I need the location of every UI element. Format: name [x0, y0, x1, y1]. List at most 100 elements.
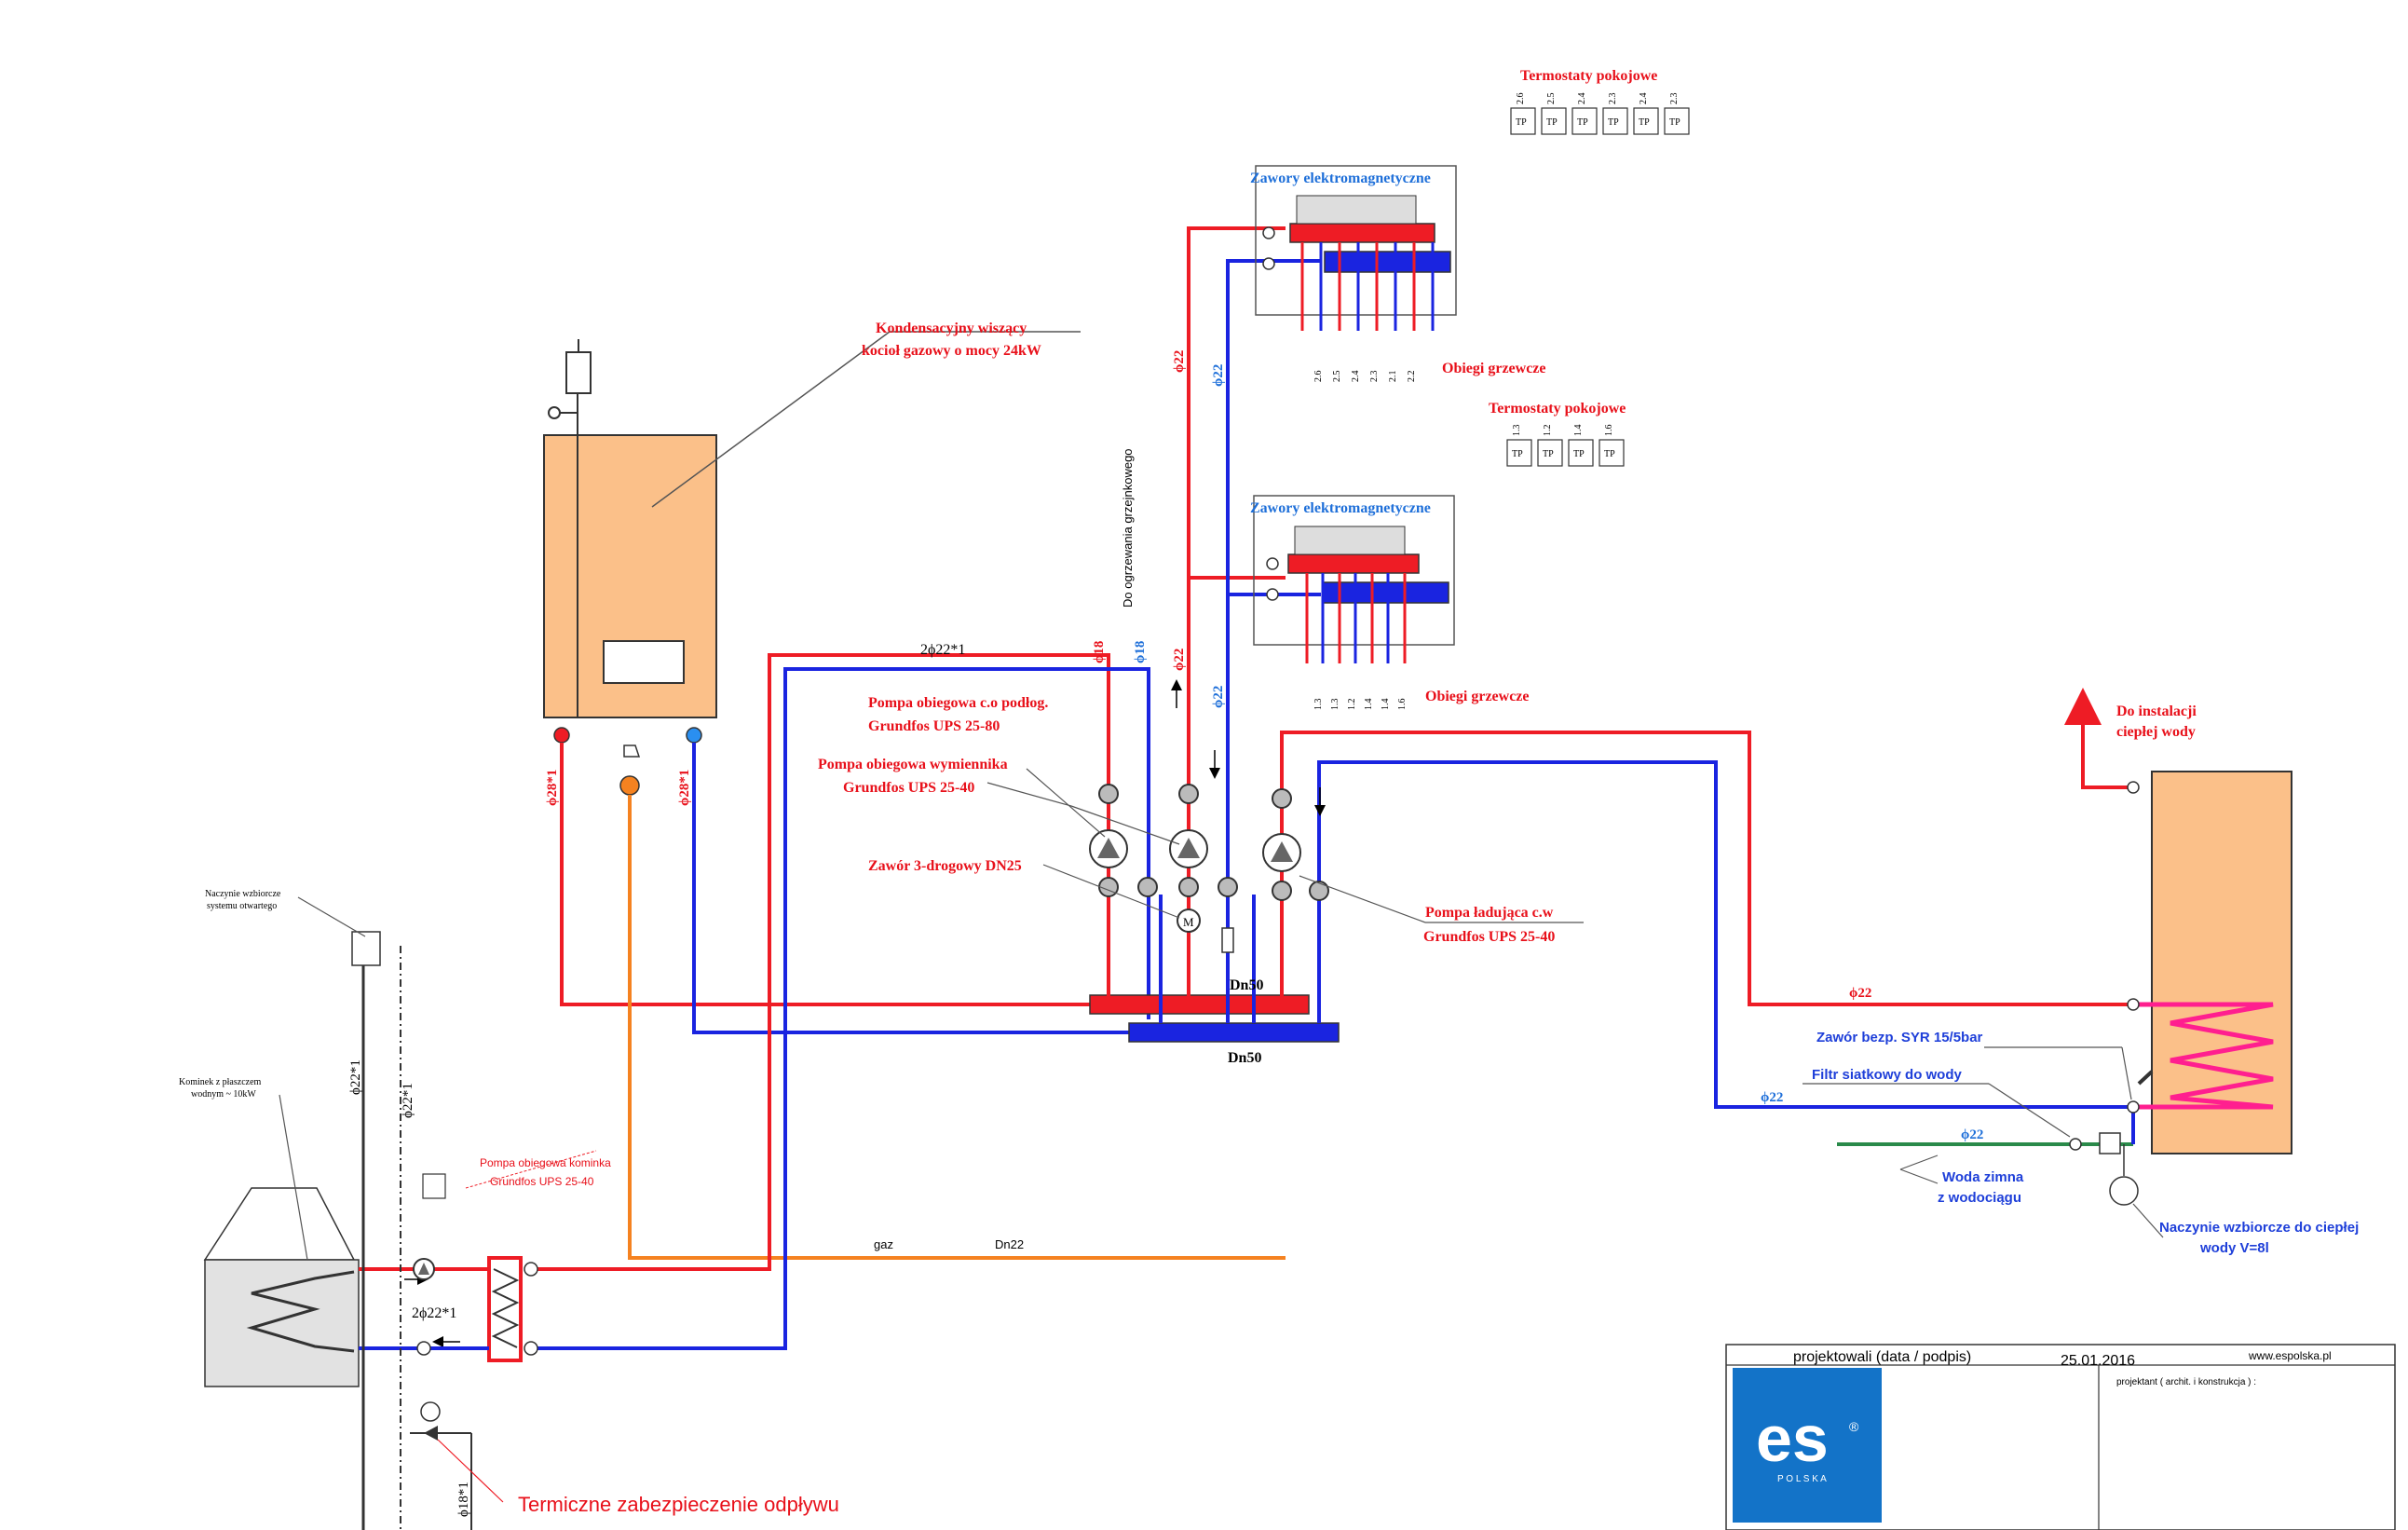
- circuit-number: 2.1: [1388, 371, 1398, 383]
- fire-drain: ϕ18*1: [456, 1482, 471, 1517]
- hx-pump-label-2: Grundfos UPS 25-40: [843, 780, 974, 796]
- thermostat-box: [1571, 107, 1598, 135]
- phi28-left: ϕ28*1: [545, 770, 560, 806]
- thermostat-tp: TP: [1546, 117, 1558, 128]
- fire-h: 2ϕ22*1: [412, 1305, 456, 1321]
- boiler-label-2: kocioł gazowy o mocy 24kW: [862, 343, 1041, 359]
- cold-water-label-1: Woda zimna: [1942, 1169, 2024, 1185]
- thermostat-number: 1.3: [1512, 425, 1522, 437]
- phi22-mid1: ϕ22: [1172, 649, 1187, 671]
- thermostat-box: [1602, 107, 1628, 135]
- website-label: www.espolska.pl: [2248, 1349, 2332, 1362]
- phi22-cold: ϕ22: [1961, 1127, 1983, 1142]
- thermostat-number: 2.3: [1608, 93, 1618, 105]
- manifold-bottom: [1253, 495, 1455, 663]
- manifold-bottom-circuits: Obiegi grzewcze: [1425, 689, 1530, 704]
- dhw-vessel-label-1: Naczynie wzbiorcze do ciepłej: [2159, 1220, 2359, 1236]
- phi22-ret: ϕ22: [1761, 1090, 1783, 1105]
- date-label: 25.01.2016: [2061, 1353, 2135, 1369]
- phi22-up-red: ϕ22: [1172, 350, 1187, 373]
- dn22-label: Dn22: [995, 1237, 1024, 1251]
- thermostat-tp: TP: [1573, 449, 1585, 459]
- circuit-number: 1.4: [1381, 699, 1391, 711]
- thermostat-box: [1510, 107, 1536, 135]
- thermostat-box: [1541, 107, 1567, 135]
- thermostat-number: 2.3: [1669, 93, 1680, 105]
- manifold-top: [1255, 165, 1457, 331]
- gas-label: gaz: [874, 1237, 893, 1251]
- circuit-number: 1.4: [1364, 699, 1374, 711]
- dn50-b: Dn50: [1228, 1050, 1261, 1066]
- thermostat-number: 2.4: [1639, 93, 1649, 105]
- thermostat-tp: TP: [1608, 117, 1619, 128]
- thermostat-box: [1633, 107, 1659, 135]
- manifold-top-thermostats: Termostaty pokojowe: [1520, 68, 1657, 84]
- manifold-top-valves-title: Zawory elektromagnetyczne: [1250, 171, 1431, 186]
- phi22-up-blue: ϕ22: [1211, 364, 1226, 387]
- circuit-number: 1.6: [1397, 699, 1408, 711]
- dhw-vessel-label-2: wody V=8l: [2199, 1240, 2269, 1256]
- cold-water-label-2: z wodociągu: [1938, 1190, 2021, 1206]
- boiler-label-1: Kondensacyjny wiszący: [876, 321, 1027, 336]
- fireplace-pump-label-2: Grundfos UPS 25-40: [490, 1175, 594, 1188]
- dhw-pump-label-2: Grundfos UPS 25-40: [1423, 929, 1555, 945]
- logo-sub: P O L S K A: [1777, 1474, 1827, 1484]
- title-block: [1725, 1344, 2396, 1530]
- boiler: [543, 331, 1081, 718]
- phi22-top: 2ϕ22*1: [920, 642, 965, 658]
- pump-hx: [1089, 784, 1128, 897]
- dhw-pump-label-1: Pompa ładująca c.w: [1425, 905, 1554, 921]
- phi28-right: ϕ28*1: [677, 770, 692, 806]
- valve-3way: M: [1137, 877, 1238, 953]
- thermostat-tp: TP: [1577, 117, 1588, 128]
- circuit-number: 1.2: [1347, 699, 1357, 711]
- hot-water-label-1: Do instalacji: [2116, 704, 2197, 719]
- thermostat-number: 2.4: [1577, 93, 1587, 105]
- pump-floor: [1169, 784, 1208, 897]
- floor-pump-label-2: Grundfos UPS 25-80: [868, 718, 1000, 734]
- fireplace: [203, 896, 597, 1530]
- thermostat-number: 2.6: [1516, 93, 1526, 105]
- thermostat-tp: TP: [1639, 117, 1650, 128]
- floor-pump-label-1: Pompa obiegowa c.o podłog.: [868, 695, 1048, 711]
- thermostat-box: [1568, 439, 1594, 467]
- thermostat-tp: TP: [1512, 449, 1523, 459]
- thermostat-box: [1537, 439, 1563, 467]
- main-pipes: [531, 226, 2135, 1350]
- hot-water-label-2: ciepłej wody: [2116, 724, 2196, 740]
- manifold-top-circuits: Obiegi grzewcze: [1442, 361, 1546, 376]
- hx-pump-label-1: Pompa obiegowa wymiennika: [818, 757, 1008, 772]
- thermostat-box: [1599, 439, 1625, 467]
- safety-valve-label: Zawór bezp. SYR 15/5bar: [1816, 1030, 1983, 1045]
- designed-label: projektowali (data / podpis): [1793, 1349, 1971, 1365]
- circuit-number: 2.4: [1351, 371, 1361, 383]
- fire-vessel-label-1: Naczynie wzbiorcze: [205, 889, 281, 899]
- circuit-number: 1.3: [1313, 699, 1324, 711]
- fire-v1: ϕ22*1: [348, 1059, 363, 1095]
- thermostat-tp: TP: [1516, 117, 1527, 128]
- manifold-bottom-valves-title: Zawory elektromagnetyczne: [1250, 500, 1431, 516]
- designer-label: projektant ( archit. i konstrukcja ) :: [2116, 1377, 2256, 1387]
- thermostat-number: 2.5: [1546, 93, 1557, 105]
- thermostat-tp: TP: [1543, 449, 1554, 459]
- phi22-hot: ϕ22: [1849, 986, 1871, 1001]
- thermostat-box: [1664, 107, 1690, 135]
- dhw-tank: [1803, 771, 2292, 1238]
- phi22-mid2: ϕ22: [1211, 686, 1226, 708]
- logo-reg: ®: [1849, 1419, 1859, 1434]
- fire-v2: ϕ22*1: [401, 1083, 415, 1118]
- filter-label: Filtr siatkowy do wody: [1812, 1067, 1963, 1083]
- thermostat-tp: TP: [1604, 449, 1615, 459]
- circuit-number: 2.5: [1332, 371, 1342, 383]
- fireplace-label-1: Kominek z płaszczem: [179, 1077, 262, 1087]
- pump-dhw: [1262, 788, 1329, 901]
- thermostat-number: 1.6: [1604, 425, 1614, 437]
- heating-note: Do ogrzewania grzejnkowego: [1121, 448, 1135, 608]
- circuit-number: 2.2: [1407, 371, 1417, 383]
- valve3-label: Zawór 3-drogowy DN25: [868, 858, 1022, 874]
